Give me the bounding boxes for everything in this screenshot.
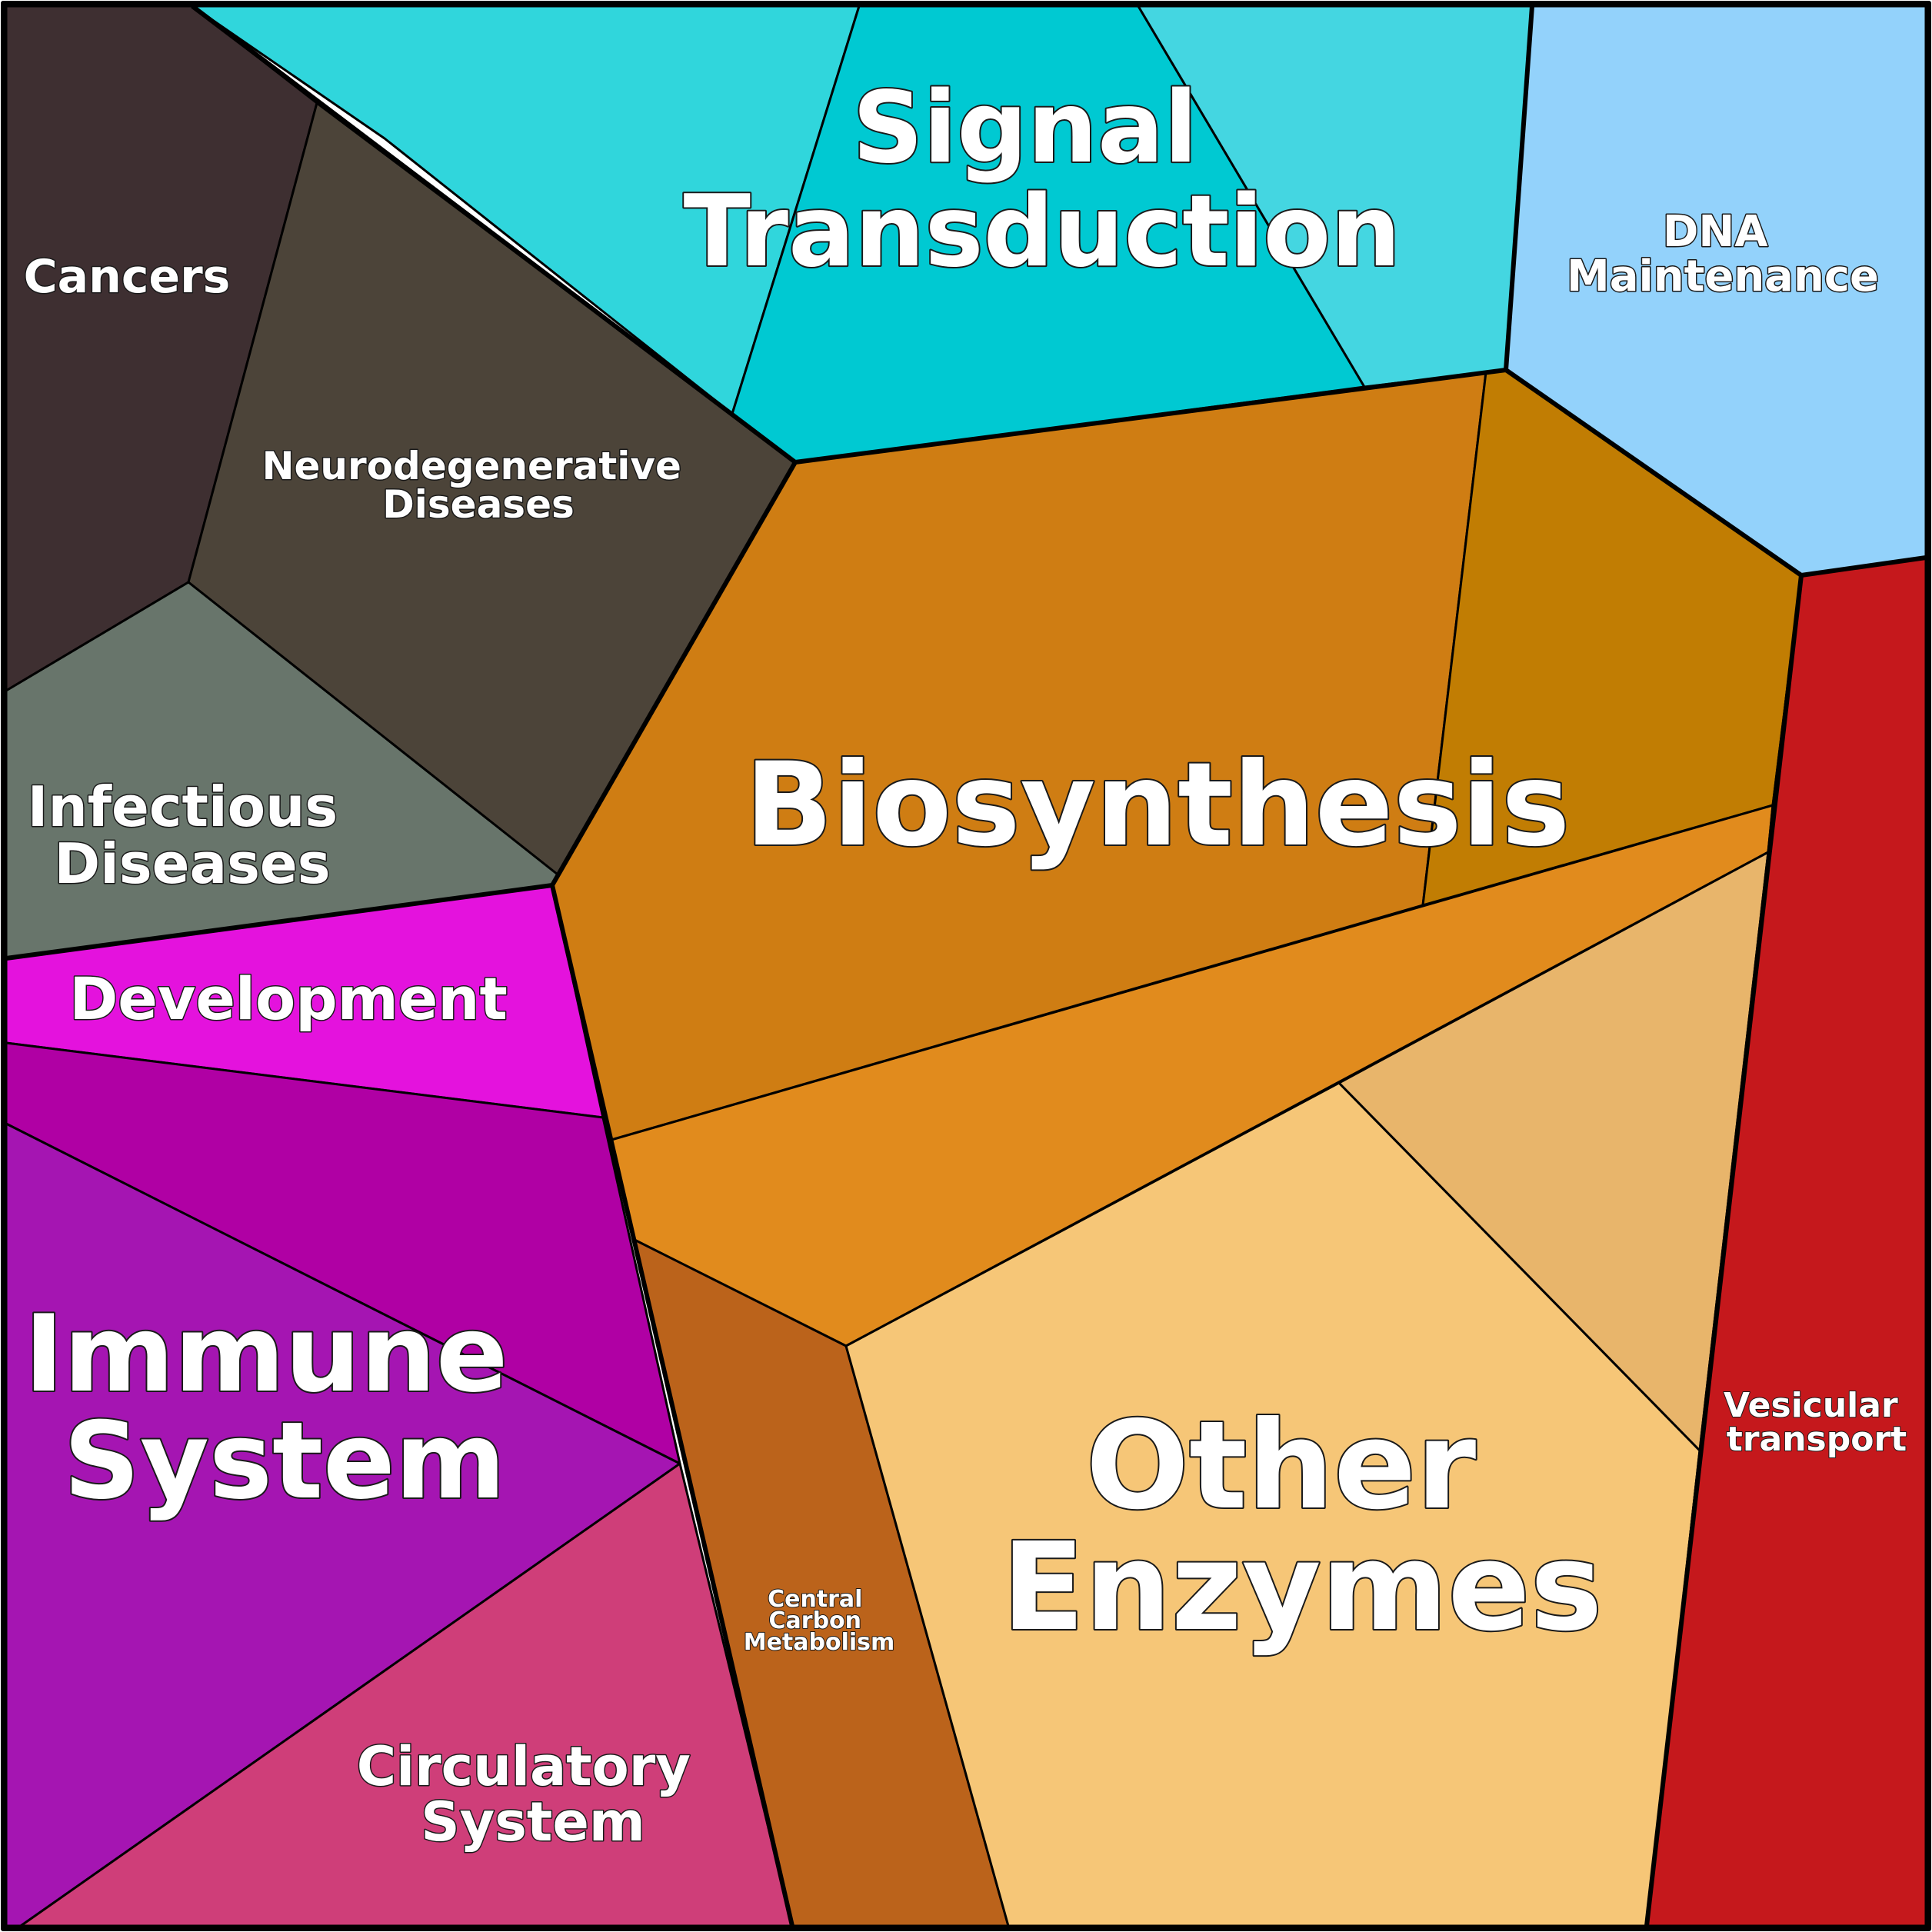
label-development: Development [69, 964, 508, 1033]
label-vesicular-transport: Vesicular transport [1724, 1386, 1910, 1459]
label-immune-system: Immune System [24, 1292, 545, 1523]
label-biosynthesis: Biosynthesis [745, 738, 1571, 872]
label-central-carbon-metabolism: Central Carbon Metabolism [744, 1586, 895, 1656]
cell-circulatory [19, 1462, 794, 1927]
label-circulatory-system: Circulatory System [357, 1735, 710, 1854]
label-other-enzymes: Other Enzymes [1001, 1395, 1602, 1658]
label-dna-maintenance: DNA Maintenance [1567, 207, 1879, 301]
label-neurodegenerative-diseases: Neurodegenerative Diseases [262, 444, 695, 527]
label-infectious-diseases: Infectious Diseases [28, 774, 358, 896]
label-cancers: Cancers [24, 250, 231, 304]
label-signal-transduction: Signal Transduction [684, 71, 1401, 289]
